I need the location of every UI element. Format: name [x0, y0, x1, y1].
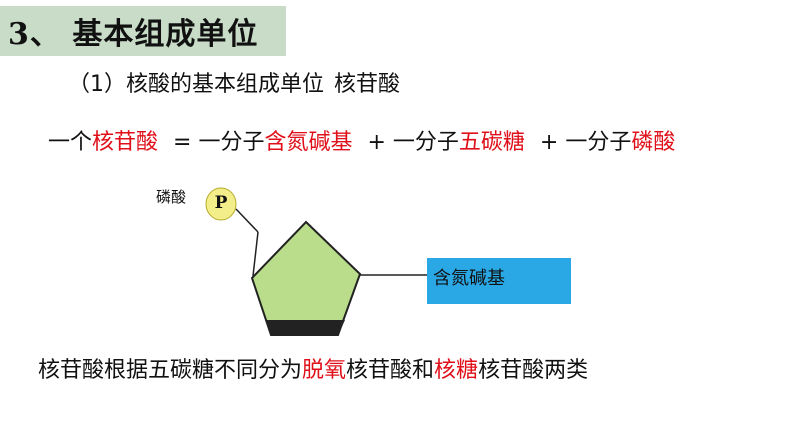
bottom-text-5: 核苷酸两类 [478, 358, 588, 383]
bottom-text-3: 核苷酸和 [346, 358, 434, 383]
classification-sentence: 核苷酸根据五碳糖不同分为脱氧核苷酸和核糖核苷酸两类 [38, 352, 588, 384]
pentose-sugar-bottom-edge [265, 320, 345, 335]
phosphate-symbol: P [206, 193, 236, 215]
bottom-text-1: 核苷酸根据五碳糖不同分为 [38, 358, 302, 383]
nitrogenous-base-box: 含氮碱基 [427, 258, 571, 304]
nitrogenous-base-label: 含氮碱基 [433, 268, 505, 289]
bottom-deoxy: 脱氧 [302, 358, 346, 383]
phosphate-label: 磷酸 [156, 186, 186, 207]
bottom-ribose: 核糖 [434, 358, 478, 383]
pentose-sugar-pentagon [252, 222, 360, 335]
phosphate-bond-diagonal [236, 209, 258, 232]
phosphate-bond-vertical [253, 232, 258, 276]
